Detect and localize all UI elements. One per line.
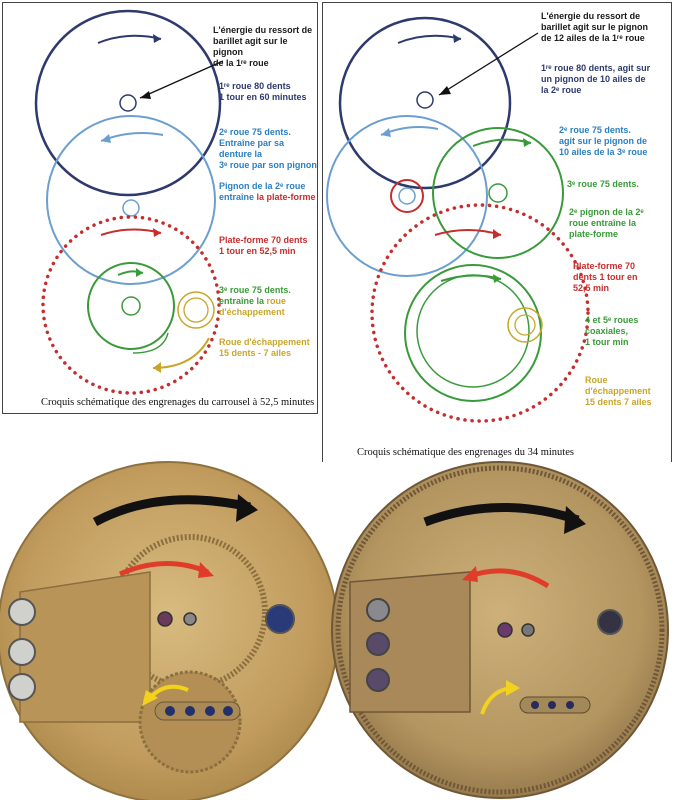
first-wheel-arrow: [97, 34, 162, 44]
right-second-wheel-label: 2ᵉ roue 75 dents. agit sur le pignon de …: [559, 125, 648, 157]
first-wheel-arrow: [397, 34, 462, 44]
right-gear-schematic: [326, 16, 590, 423]
escape-arrow: [152, 337, 210, 369]
right-platform-label: Plate-forme 70 dents 1 tour en 52,5 min: [573, 261, 638, 293]
right-diagram-panel: L'énergie du ressort de barillet agit su…: [322, 2, 672, 462]
first-wheel-pinion: [119, 94, 137, 112]
second-wheel-pinion-red: [390, 179, 424, 213]
left-movement-photo: [0, 461, 339, 800]
right-energy-label: L'énergie du ressort de barillet agit su…: [541, 11, 649, 43]
third-wheel-arrow-head: [136, 268, 143, 277]
first-wheel-arrow-head: [453, 34, 461, 43]
left-first-wheel-label: 1ʳᵉ roue 80 dents 1 tour en 60 minutes: [219, 81, 307, 102]
second-wheel: [326, 115, 488, 277]
fifth-wheel: [416, 274, 530, 388]
third-wheel-pinion: [488, 183, 508, 203]
third-wheel-arc: [132, 332, 169, 354]
energy-pointer-head: [439, 86, 451, 95]
second-wheel-pinion: [398, 187, 416, 205]
escape-wheel: [507, 307, 543, 343]
movement-photos: [0, 461, 674, 800]
coaxial-arrow-head: [493, 274, 501, 283]
platform-wheel: [370, 203, 590, 423]
right-first-wheel-label: 1ʳᵉ roue 80 dents, agit sur un pignon de…: [541, 63, 651, 95]
right-caption: Croquis schématique des engrenages du 34…: [357, 447, 574, 458]
platform-arrow: [100, 228, 162, 236]
left-platform-arrow-head: [198, 562, 214, 578]
right-coaxial-label: 4 et 5ᵉ roues coaxiales, 1 tour min: [585, 315, 639, 347]
third-wheel-pinion: [121, 296, 141, 316]
first-wheel: [338, 16, 512, 190]
left-rotation-arrow: [92, 495, 251, 526]
left-second-wheel-label: 2ᵉ roue 75 dents. Entraîne par sa dentur…: [219, 127, 317, 170]
left-energy-label: L'énergie du ressort de barillet agit su…: [213, 25, 313, 68]
second-wheel-arrow-head: [101, 134, 111, 143]
right-rotation-arrow: [423, 503, 580, 527]
second-wheel-arrow-head: [381, 128, 391, 137]
second-wheel-pinion: [122, 199, 140, 217]
left-diagram-panel: L'énergie du ressort de barillet agit su…: [2, 2, 318, 414]
left-third-wheel-label-part1: 3ᵉ roue 75 dents. entraîne la: [219, 285, 291, 306]
right-rotation-arrow-head: [564, 506, 586, 534]
right-escape-label: Roue d'échappement 15 dents 7 ailes: [585, 375, 652, 407]
third-wheel: [432, 127, 564, 259]
left-gear-schematic: [34, 9, 224, 395]
platform-arrow-head: [153, 228, 161, 237]
escape-wheel-inner: [514, 314, 536, 336]
right-escape-arrow-head: [506, 680, 520, 696]
left-pinion-label: Pignon de la 2ᵉ roue entraîne la plate-f…: [219, 181, 316, 203]
third-wheel-arrow: [472, 138, 532, 147]
first-wheel-pinion: [416, 91, 434, 109]
escape-arrow-head: [153, 362, 161, 373]
right-platform-arrow-head: [462, 566, 478, 582]
right-movement-photo: [331, 461, 669, 799]
left-pinion-label-part1: Pignon de la 2ᵉ roue entraîne: [219, 181, 306, 202]
third-wheel-arrow-head: [523, 138, 531, 147]
left-escape-arrow-head: [142, 690, 158, 706]
second-wheel: [46, 115, 216, 285]
left-third-wheel-label: 3ᵉ roue 75 dents. entraîne la roue d'éch…: [219, 285, 291, 318]
platform-arrow-head: [493, 229, 501, 239]
left-platform-label: Plate-forme 70 dents 1 tour en 52,5 min: [219, 235, 308, 256]
energy-pointer-line: [438, 32, 539, 96]
right-platform-arrow: [469, 568, 550, 589]
fourth-wheel: [404, 264, 542, 402]
energy-pointer-line: [139, 60, 224, 99]
left-pinion-label-part2: la plate-forme: [256, 192, 316, 202]
platform-wheel: [41, 215, 221, 395]
left-caption: Croquis schématique des engrenages du ca…: [41, 397, 315, 408]
first-wheel-arrow-head: [153, 34, 161, 43]
left-rotation-arrow-head: [236, 494, 258, 522]
left-third-wheel-label-part2: roue d'échappement: [219, 296, 287, 317]
escape-wheel: [177, 291, 215, 329]
second-wheel-arrow: [100, 132, 164, 142]
right-third-wheel-label: 3ᵉ roue 75 dents.: [567, 179, 639, 189]
third-wheel: [87, 262, 175, 350]
right-second-pinion-label: 2ᵉ pignon de la 2ᵉ roue entraîne la plat…: [569, 207, 644, 239]
escape-wheel-inner: [183, 297, 209, 323]
movement-photos-drawing: [0, 461, 669, 800]
first-wheel: [34, 9, 222, 197]
left-escape-label: Roue d'échappement 15 dents - 7 ailes: [219, 337, 310, 358]
energy-pointer-head: [140, 91, 151, 99]
